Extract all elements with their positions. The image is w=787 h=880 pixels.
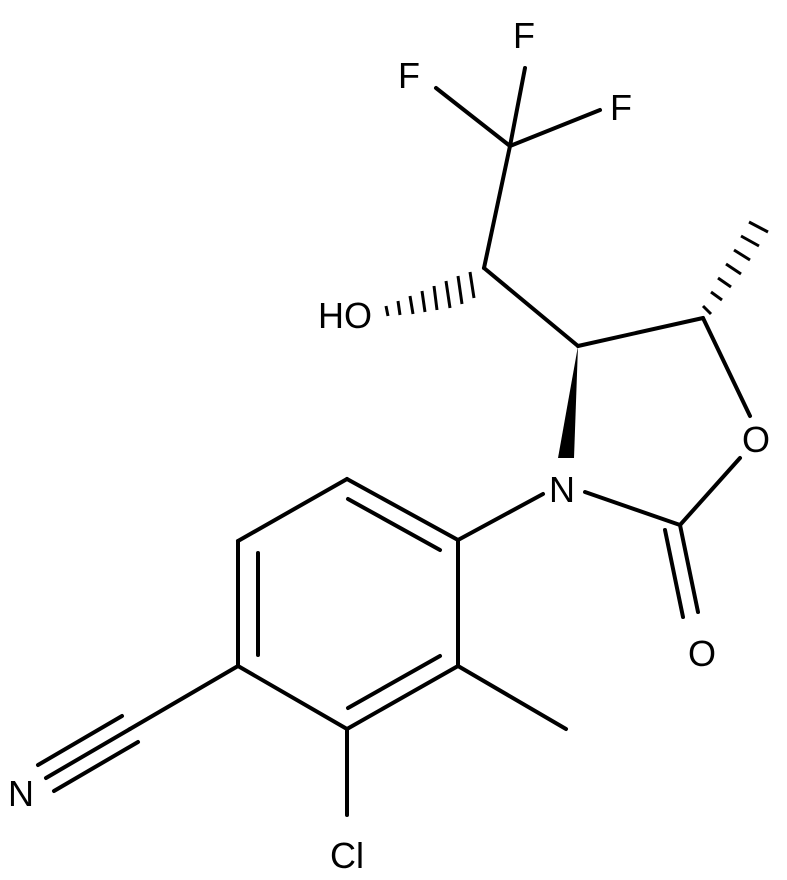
bond-carbonyl-a [678,523,700,614]
nitrile-triple-2 [36,714,124,767]
nitrile-triple-1 [44,727,132,780]
hydroxyl-label: HO [318,295,372,336]
ring-oxygen-label: O [742,419,770,460]
bond-c2-n [583,490,682,527]
nitrile-nitrogen-label: N [8,773,34,814]
bond-c4-c5 [576,316,705,348]
bond-chiral-c4 [482,266,580,348]
hashed-bond-oh [384,271,476,317]
nitrile-triple-3 [52,740,140,793]
ring-bond-1 [345,477,460,542]
trifluoromethyl-group [434,66,602,270]
fluorine-left-label: F [398,55,420,96]
bond-c-f-right [508,108,602,148]
fluorine-top-label: F [513,15,535,56]
bond-c-f-left [434,86,512,148]
bond-ring-methyl [456,664,568,731]
hashed-bond-methyl [701,220,769,316]
carbonyl-oxygen-label: O [688,633,716,674]
chlorine-label: Cl [330,835,364,876]
ring-double-1 [346,497,442,552]
ring-bond-4 [236,664,349,731]
fluorine-right-label: F [610,87,632,128]
bond-carbonyl-b [663,528,685,619]
ring-bond-2 [236,477,349,543]
bond-ring-cn [128,664,240,731]
ring-nitrogen-label: N [549,469,575,510]
bond-c5-o [701,316,752,418]
oxazolidinone-ring [558,316,752,527]
bond-c-f-top [508,66,527,148]
bond-cf3-chiral [482,144,512,270]
bond-o-c2 [678,456,742,527]
bond-n-aryl [456,492,545,542]
wedge-bond-c4-n [558,346,578,458]
benzene-ring [236,477,460,731]
ring-double-3 [346,654,442,710]
ring-bond-5 [345,664,460,731]
